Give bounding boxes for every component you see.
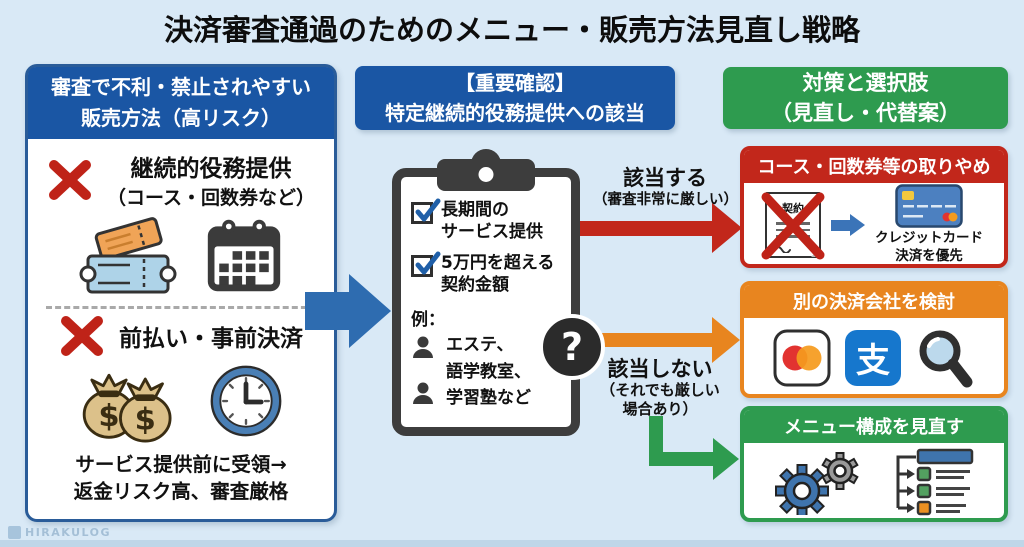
clipboard-content: 長期間の サービス提供 5万円を超える 契約金額 例：	[401, 177, 571, 417]
branch-match-label: 該当する	[623, 166, 707, 190]
example-2: 語学教室、	[446, 361, 531, 382]
alipay-glyph: 支	[856, 341, 890, 381]
green-arrow-head-icon	[713, 438, 739, 480]
footer-line1: サービス提供前に受領→	[75, 453, 287, 476]
calendar-icon	[207, 219, 281, 292]
credit-card-icon	[895, 184, 963, 229]
high-risk-header-line2: 販売方法（高リスク）	[81, 106, 281, 130]
red-arrow-icon	[578, 221, 713, 236]
example-text: エステ、 語学教室、 学習塾など	[446, 332, 531, 411]
watermark-logo-icon	[8, 526, 21, 539]
important-check-header: 【重要確認】 特定継続的役務提供への該当	[355, 66, 675, 130]
page-title: 決済審査通過のためのメニュー・販売方法見直し戦略	[163, 13, 860, 47]
green-elbow-arrow-icon	[649, 452, 714, 466]
option-box1-body: 契約	[744, 183, 1004, 264]
example-1: エステ、	[446, 335, 514, 356]
countermeasures-header: 対策と選択肢 （見直し・代替案）	[723, 67, 1008, 129]
high-risk-header-line1: 審査で不利・禁止されやすい	[51, 75, 311, 99]
option-box3-body	[744, 443, 1004, 518]
option-box3-title: メニュー構成を見直す	[744, 410, 1004, 443]
mastercard-icon	[773, 329, 831, 386]
option-box-revise-menu: メニュー構成を見直す	[740, 406, 1008, 522]
money-bags-icon: $ $	[82, 373, 172, 443]
red-x-icon	[48, 159, 91, 200]
option-box-cancel-courses: コース・回数券等の取りやめ 契約	[740, 146, 1008, 268]
check2-line1: 5万円を超える	[441, 253, 555, 274]
risk-item1-title: 継続的役務提供	[130, 156, 292, 182]
checklist-item-text: 長期間の サービス提供	[441, 199, 543, 243]
check2-line2: 契約金額	[441, 275, 509, 296]
example-person-icons	[411, 332, 437, 411]
bottom-strip	[0, 540, 1024, 547]
example-3: 学習塾など	[446, 388, 531, 409]
option-box-other-processors: 別の決済会社を検討 支	[740, 281, 1008, 398]
countermeasures-line2: （見直し・代替案）	[771, 101, 960, 125]
credit-card-caption: クレジットカード 決済を優先	[875, 230, 983, 264]
orange-arrow-head-icon	[712, 317, 740, 363]
flow-arrow-left-to-middle-icon	[305, 274, 391, 348]
cancelled-contract-icon: 契約	[761, 192, 825, 260]
tickets-icon	[79, 217, 177, 294]
prepayment-icons: $ $	[28, 359, 334, 443]
high-risk-panel: 審査で不利・禁止されやすい 販売方法（高リスク） 継続的役務提供 （コース・回数…	[25, 64, 337, 522]
checklist-item: 5万円を超える 契約金額	[411, 251, 567, 296]
checked-checkbox-icon	[411, 251, 441, 278]
contract-label: 契約	[782, 202, 804, 215]
branch-nomatch-note1: （それでも厳しい	[600, 381, 720, 399]
magnifier-icon	[919, 330, 973, 387]
risk-item-continuous-service: 継続的役務提供 （コース・回数券など）	[28, 149, 334, 210]
credit-card-option: クレジットカード 決済を優先	[875, 184, 983, 264]
orange-arrow-icon	[602, 333, 713, 347]
risk-item-prepayment: 前払い・事前決済	[28, 315, 334, 357]
example-label: 例：	[411, 310, 445, 331]
footer-line2: 返金リスク高、審査厳格	[73, 480, 289, 504]
menu-structure-icon	[896, 448, 974, 516]
dashed-divider	[46, 306, 316, 309]
person-icon	[413, 382, 433, 405]
example-row: エステ、 語学教室、 学習塾など	[411, 332, 567, 411]
branch-nomatch-note2: 場合あり）	[622, 400, 698, 418]
option-box2-body: 支	[744, 318, 1004, 394]
branch-match-note: （審査非常に厳しい）	[593, 192, 738, 208]
countermeasures-line1: 対策と選択肢	[802, 70, 929, 95]
red-arrow-head-icon	[712, 203, 742, 253]
alipay-icon: 支	[845, 329, 901, 386]
high-risk-panel-header: 審査で不利・禁止されやすい 販売方法（高リスク）	[28, 67, 334, 139]
continuous-service-icons	[28, 212, 334, 298]
risk-item2-title: 前払い・事前決済	[119, 326, 303, 352]
checklist-item-text: 5万円を超える 契約金額	[441, 252, 554, 296]
small-blue-arrow-icon	[831, 214, 865, 236]
caption-line2: 決済を優先	[895, 248, 963, 264]
clipboard-clip-hole	[478, 167, 494, 182]
option-box2-title: 別の決済会社を検討	[744, 285, 1004, 318]
option-box1-title: コース・回数券等の取りやめ	[744, 150, 1004, 183]
red-x-icon	[761, 192, 825, 260]
person-icon	[413, 336, 433, 359]
gears-icon	[775, 452, 859, 515]
question-glyph: ?	[560, 325, 584, 369]
important-check-line2: 特定継続的役務提供への該当	[385, 101, 645, 125]
watermark-text: HIRAKULOG	[25, 526, 112, 539]
checklist-clipboard: 長期間の サービス提供 5万円を超える 契約金額 例：	[392, 149, 580, 436]
risk-item-text: 継続的役務提供 （コース・回数券など）	[107, 149, 315, 210]
svg-text:$: $	[135, 403, 156, 438]
risk-item1-subtitle: （コース・回数券など）	[106, 187, 316, 209]
high-risk-footer: サービス提供前に受領→ 返金リスク高、審査厳格	[28, 451, 334, 506]
checked-checkbox-icon	[411, 198, 441, 224]
red-x-icon	[61, 316, 103, 356]
caption-line1: クレジットカード	[875, 230, 983, 247]
svg-text:$: $	[98, 399, 119, 434]
branch-nomatch-label: 該当しない	[607, 357, 713, 381]
watermark: HIRAKULOG	[8, 526, 111, 539]
clock-icon	[210, 365, 282, 437]
important-check-line1: 【重要確認】	[455, 71, 575, 95]
checklist-item: 長期間の サービス提供	[411, 198, 567, 243]
check1-line1: 長期間の	[441, 200, 509, 220]
question-mark-icon: ?	[539, 314, 605, 380]
check1-line2: サービス提供	[441, 222, 543, 243]
